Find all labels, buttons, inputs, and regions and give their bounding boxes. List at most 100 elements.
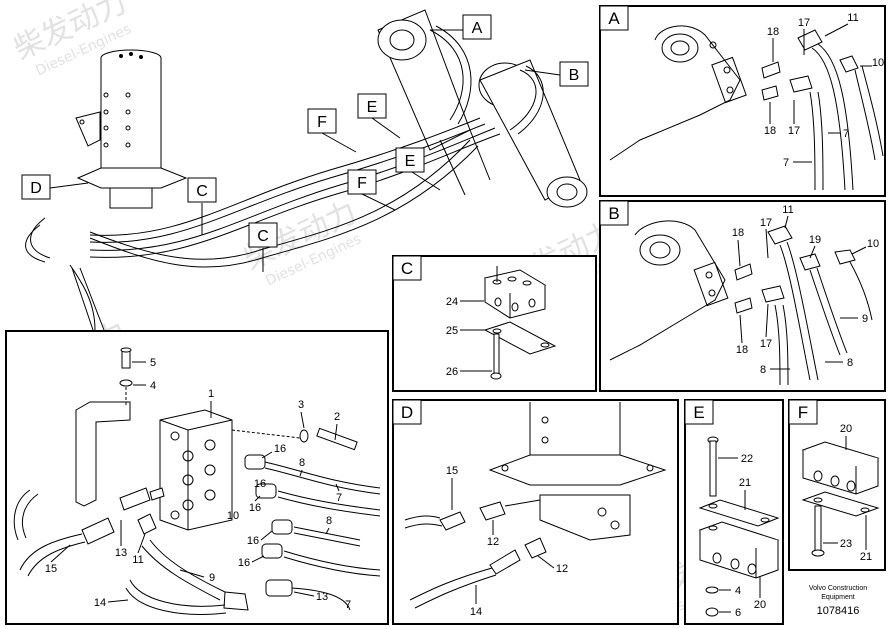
detail-label: 2 [334,411,340,423]
detail-label: 11 [132,554,143,566]
detail-label: 16 [249,502,261,514]
panel-B-label: 18 [732,227,744,239]
panel-E-title: E [693,403,704,422]
panel-E-label: 22 [741,453,753,465]
panel-detail-labels: 5 4 1 3 2 16 8 7 16 16 8 16 10 9 [45,357,351,611]
callout-B: B [524,61,589,87]
callout-D: D [21,174,89,200]
panel-B-label: 18 [736,344,748,356]
callout-C2: C [248,222,278,272]
callout-B-label: B [569,67,580,84]
callout-C1-label: C [196,183,208,200]
panel-F-title: F [798,403,808,422]
panel-E-label: 4 [735,585,741,597]
drawing-number: 1078416 [817,605,860,617]
panel-D-label: 12 [487,536,499,548]
detail-label: 13 [115,547,127,559]
panel-F-label: 20 [840,423,852,435]
callout-F1-label: F [317,114,327,131]
swivel-cylinder [75,49,188,209]
panel-detail: 5 4 1 3 2 16 8 7 16 16 8 16 10 9 [5,330,389,625]
panel-F: F 20 23 21 [788,399,886,571]
panel-C: C 24 25 26 [392,255,597,392]
panel-E-drawing [698,436,780,617]
panel-A-label: 18 [767,26,779,38]
detail-label: 8 [326,515,332,527]
footer-company-line1: Volvo Construction [809,585,867,592]
detail-label: 7 [336,492,342,504]
panel-B-title: B [608,204,619,223]
panel-B-label: 17 [760,338,772,350]
footer: Volvo Construction Equipment 1078416 [809,585,867,617]
panel-A-label: 11 [847,12,858,24]
panel-E-labels: 22 21 20 4 6 [718,453,766,619]
panel-E: E 22 21 20 4 6 [684,399,784,625]
detail-label: 14 [94,597,106,609]
panel-B-labels: 18 17 11 19 10 9 18 17 8 8 [732,204,879,376]
panel-D-drawing [404,402,667,609]
panel-C-drawing [483,266,557,380]
panel-F-label: 21 [860,551,872,563]
detail-label: 9 [209,572,215,584]
panel-B-label: 10 [867,238,879,250]
detail-label: 13 [316,591,328,603]
detail-label: 16 [274,443,286,455]
detail-leader [71,267,105,331]
panel-D-label: 14 [470,606,482,618]
boom-cylinder-a [377,9,491,196]
hose-bundle [25,25,544,331]
detail-label: 3 [298,399,304,411]
callout-E2-label: E [405,153,416,170]
callout-F1: F [307,108,357,153]
callout-F2-label: F [357,175,367,192]
detail-label: 7 [345,599,351,611]
panel-C-label: 25 [446,325,458,337]
panel-B-label: 9 [862,313,868,325]
panel-C-label: 26 [446,366,458,378]
overview-drawing [25,9,588,331]
callout-C1: C [187,177,217,235]
panel-F-drawing [801,441,880,557]
detail-label: 16 [238,557,250,569]
panel-E-label: 6 [735,607,741,619]
panel-A-label: 17 [798,17,810,29]
callout-C2-label: C [257,228,269,245]
callout-E2: E [395,147,441,191]
panel-B-label: 19 [809,234,821,246]
panel-A-labels: 18 17 11 10 18 17 7 7 [764,12,884,169]
panel-B-label: 11 [782,204,793,216]
panel-D-labels: 15 12 12 14 [446,465,568,618]
panel-E-label: 21 [739,477,751,489]
detail-label: 15 [45,563,57,575]
panel-B-label: 8 [760,364,766,376]
detail-label: 16 [254,478,266,490]
panel-B-label: 17 [760,217,772,229]
panel-C-labels: 24 25 26 [446,296,492,378]
panel-B: B 18 17 11 19 [599,200,886,392]
panel-B-drawing [609,220,873,386]
panel-D: D 15 12 12 14 [392,399,679,625]
panel-A-label: 7 [843,128,849,140]
panel-A-label: 17 [788,125,800,137]
panel-C-label: 24 [446,296,458,308]
footer-company-line2: Equipment [821,594,855,601]
panel-E-label: 20 [754,599,766,611]
callout-F2: F [347,169,396,211]
panel-B-label: 8 [847,357,853,369]
panel-A: A 18 17 11 10 [599,5,886,197]
panel-F-labels: 20 23 21 [823,423,872,563]
detail-label: 8 [299,457,305,469]
panel-D-label: 15 [446,465,458,477]
detail-label: 10 [227,510,239,522]
callout-E1-label: E [367,99,378,116]
panel-C-title: C [401,259,413,278]
panel-D-label: 12 [556,563,568,575]
panel-A-drawing [609,25,884,191]
panel-A-label: 18 [764,125,776,137]
detail-label: 1 [208,388,214,400]
panel-F-label: 23 [840,538,852,550]
detail-label: 4 [150,380,156,392]
callout-D-label: D [30,180,42,197]
detail-label: 16 [247,535,259,547]
